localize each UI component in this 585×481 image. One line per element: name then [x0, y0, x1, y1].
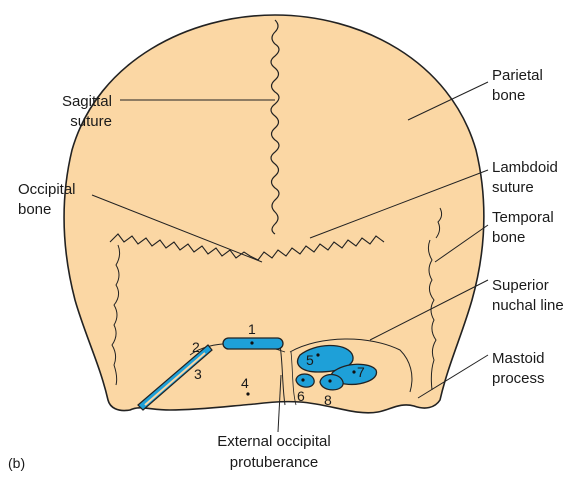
label-superior-nuchal-line1: Superior: [492, 277, 549, 294]
muscle-area-6: [296, 374, 314, 387]
muscle-area-7-dot: [352, 370, 355, 373]
point-4-dot: [246, 392, 249, 395]
label-lambdoid-line2: suture: [492, 179, 534, 196]
label-parietal-line1: Parietal: [492, 67, 543, 84]
label-external-occipital-line1: External occipital: [217, 433, 330, 450]
figure-label: (b): [8, 455, 25, 471]
label-sagittal-line1: Sagittal: [62, 93, 112, 110]
number-2: 2: [192, 339, 200, 355]
label-superior-nuchal-line2: nuchal line: [492, 297, 564, 314]
label-lambdoid-line1: Lambdoid: [492, 159, 558, 176]
label-sagittal-line2: suture: [70, 113, 112, 130]
muscle-area-8: [320, 375, 343, 390]
number-1: 1: [248, 321, 256, 337]
number-3: 3: [194, 366, 202, 382]
label-temporal-line2: bone: [492, 229, 525, 246]
label-occipital-line1: Occipital: [18, 181, 76, 198]
muscle-area-5-dot: [316, 353, 319, 356]
number-5: 5: [306, 352, 314, 368]
label-parietal-line2: bone: [492, 87, 525, 104]
number-6: 6: [297, 388, 305, 404]
label-mastoid-line1: Mastoid: [492, 350, 545, 367]
muscle-area-1-dot: [250, 341, 253, 344]
number-8: 8: [324, 392, 332, 408]
number-4: 4: [241, 375, 249, 391]
number-7: 7: [357, 364, 365, 380]
muscle-area-6-dot: [301, 378, 304, 381]
label-mastoid-line2: process: [492, 370, 545, 387]
label-temporal-line1: Temporal: [492, 209, 554, 226]
muscle-area-8-dot: [328, 379, 331, 382]
label-occipital-line2: bone: [18, 201, 51, 218]
skull-outline: [64, 15, 484, 413]
label-external-occipital-line2: protuberance: [230, 454, 318, 471]
